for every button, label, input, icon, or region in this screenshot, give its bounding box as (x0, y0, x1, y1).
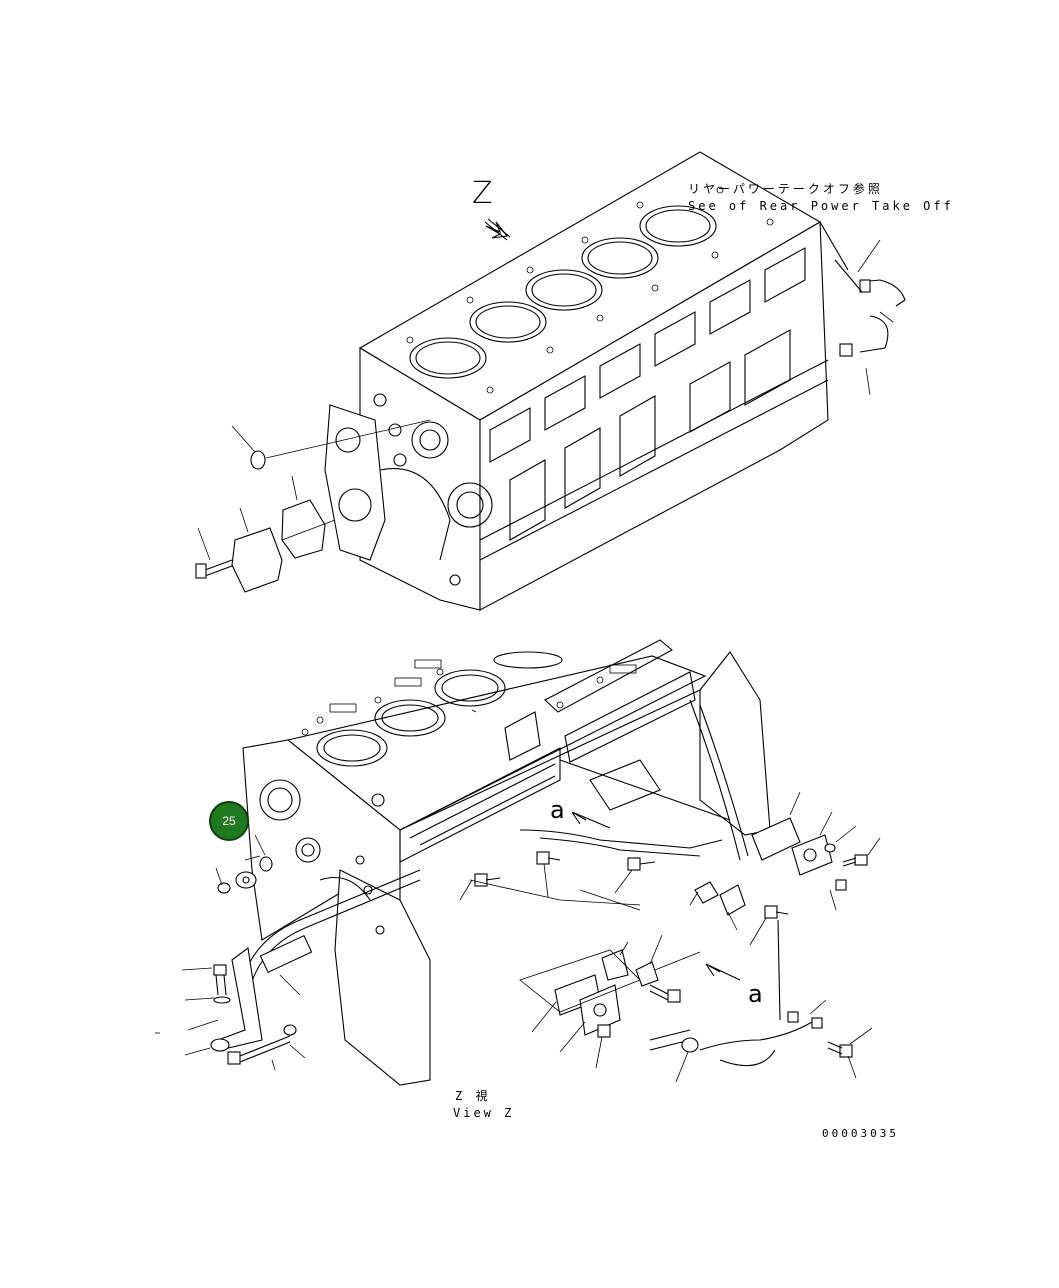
view-z-letter: Z (472, 176, 493, 211)
rear-pto-note-en: See of Rear Power Take Off (688, 199, 954, 213)
label-a-upper: a (550, 796, 565, 824)
callout-number: 25 (222, 814, 236, 828)
upper-engine-block (195, 151, 906, 611)
lower-engine-block (155, 639, 881, 1086)
view-z-caption-jp: Z 視 (455, 1089, 491, 1103)
view-z-arrow (485, 221, 509, 239)
label-a-lower: a (748, 980, 763, 1008)
view-z-caption-en: View Z (453, 1106, 515, 1120)
rear-pto-note-jp: リヤーパワーテークオフ参照 (688, 182, 883, 196)
callout-25[interactable]: 25 (209, 801, 249, 841)
drawing-number: 00003035 (822, 1127, 899, 1140)
